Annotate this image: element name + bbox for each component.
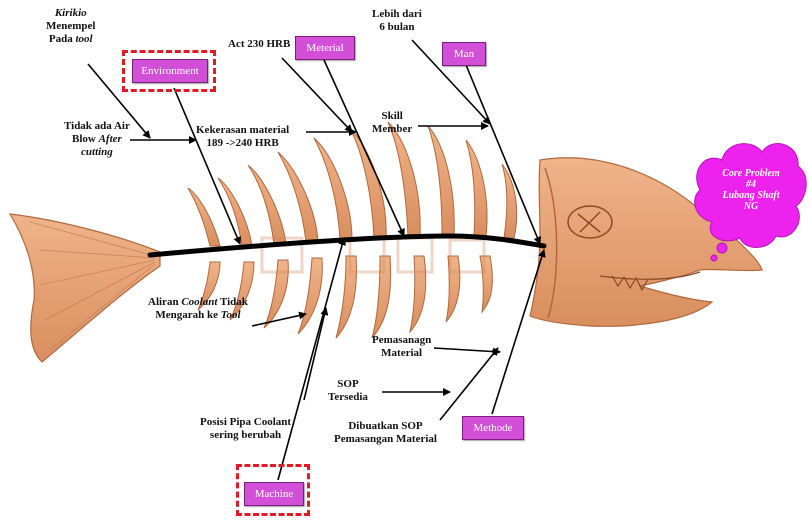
cause-sop: SOP Tersedia — [328, 378, 368, 404]
cause-skill: Skill Member — [372, 110, 412, 136]
category-method: Methode — [462, 416, 524, 440]
cause-coolant-flow: Aliran Coolant Tidak Mengarah ke Tool — [148, 296, 248, 322]
core-problem-text: Core Problem #4 Lubang Shaft NG — [708, 168, 794, 212]
cause-lebih: Lebih dari 6 bulan — [372, 8, 422, 34]
cause-dibuatkan: Dibuatkan SOP Pemasangan Material — [334, 420, 437, 446]
cause-air-blow: Tidak ada Air Blow After cutting — [64, 120, 130, 159]
cause-act-hrb: Act 230 HRB — [228, 38, 290, 51]
cause-hardness: Kekerasan material 189 ->240 HRB — [196, 124, 289, 150]
cause-pipa: Posisi Pipa Coolant sering berubah — [200, 416, 291, 442]
cause-pemasangan: Pemasanagn Material — [372, 334, 431, 360]
category-man: Man — [442, 42, 486, 66]
category-material: Meterial — [295, 36, 355, 60]
cause-kirikio: Kirikio Menempel Pada tool — [46, 7, 95, 46]
category-machine: Machine — [244, 482, 304, 506]
fish-tail — [10, 214, 160, 362]
category-environment: Environment — [132, 59, 208, 83]
